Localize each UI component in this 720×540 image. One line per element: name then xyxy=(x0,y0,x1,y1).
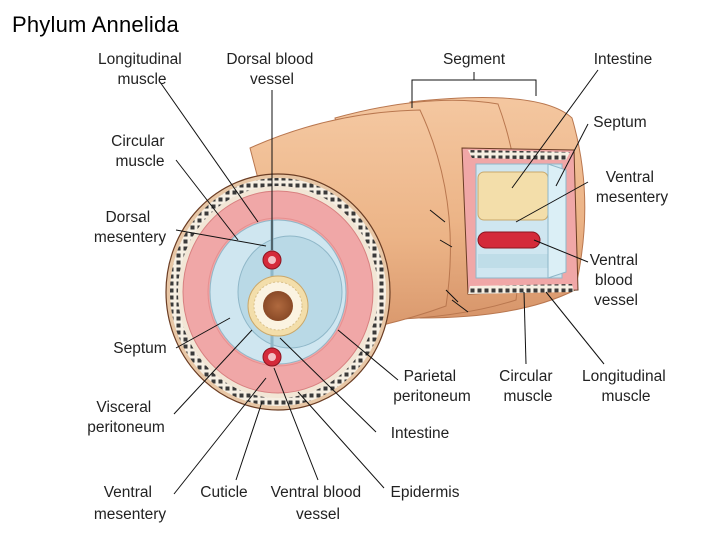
intestine-cutaway xyxy=(477,171,549,221)
label-intestine-top: Intestine xyxy=(594,51,653,68)
label-dorsal-mesentery: Dorsal mesentery xyxy=(94,209,167,246)
label-ventral-blood-vessel-bottom: Ventral blood vessel xyxy=(271,484,366,523)
label-parietal-peritoneum: Parietal peritoneum xyxy=(393,368,471,405)
label-ventral-blood-vessel-right: Ventral blood vessel xyxy=(590,252,643,309)
ventral-vessel-cutaway xyxy=(477,231,541,249)
label-circular-muscle-right: Circular muscle xyxy=(499,368,557,405)
label-visceral-peritoneum: Visceral peritoneum xyxy=(87,399,165,436)
label-ventral-mesentery-right: Ventral mesentery xyxy=(596,169,669,206)
segment-bracket xyxy=(411,72,537,108)
label-segment: Segment xyxy=(443,51,506,68)
label-circular-muscle-left: Circular muscle xyxy=(111,133,169,170)
label-septum-right: Septum xyxy=(593,114,646,131)
page-title: Phylum Annelida xyxy=(12,12,179,37)
cutaway-window xyxy=(461,147,579,295)
intestine-lumen xyxy=(263,291,293,321)
label-septum-left: Septum xyxy=(113,340,166,357)
label-longitudinal-muscle-left: Longitudinal muscle xyxy=(98,51,186,88)
label-cuticle: Cuticle xyxy=(200,484,247,501)
label-ventral-mesentery-bottom: Ventral mesentery xyxy=(94,484,167,523)
label-longitudinal-muscle-right: Longitudinal muscle xyxy=(582,368,670,405)
labels: Longitudinal muscle Dorsal blood vessel … xyxy=(87,51,670,523)
leader-lines xyxy=(159,69,605,495)
label-dorsal-blood-vessel: Dorsal blood vessel xyxy=(226,51,317,88)
label-epidermis: Epidermis xyxy=(391,484,460,501)
cross-section xyxy=(165,173,391,411)
label-intestine-bottom: Intestine xyxy=(391,425,450,442)
